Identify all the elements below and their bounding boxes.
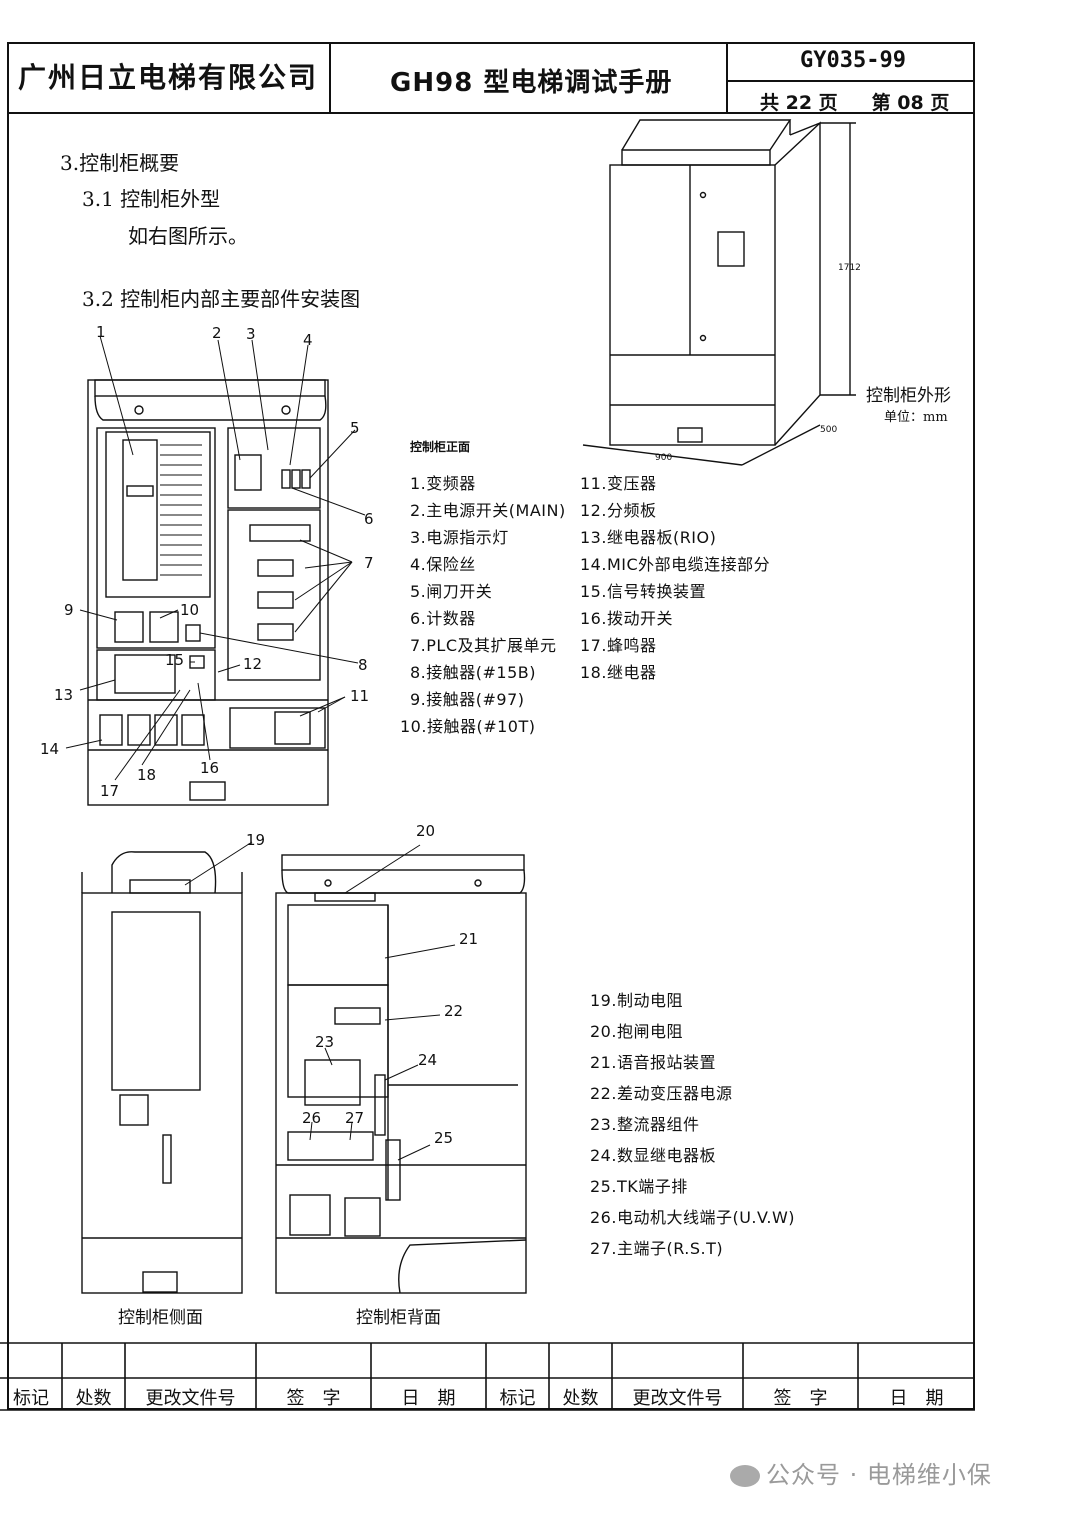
- watermark: 公众号 · 电梯维小保: [730, 1455, 992, 1490]
- footer-signature: 签 字: [286, 1388, 341, 1409]
- header-bottom-rule: [7, 112, 975, 114]
- footer-table-lines: [0, 1342, 975, 1411]
- callout-25: 25: [434, 1129, 454, 1147]
- unit-label: 单位：mm: [884, 410, 948, 425]
- front-legend-title: 控制柜正面: [410, 440, 471, 454]
- callout-14: 14: [40, 740, 60, 758]
- cabinet-exterior-drawing: [582, 119, 856, 466]
- legend-item: 25.TK端子排: [590, 1177, 688, 1196]
- callout-26: 26: [302, 1109, 322, 1127]
- legend-item: 14.MIC外部电缆连接部分: [580, 555, 771, 574]
- legend-item: 21.语音报站装置: [590, 1053, 716, 1072]
- footer-date: 日 期: [401, 1388, 456, 1409]
- section-3-heading: 3.控制柜概要: [60, 151, 180, 175]
- legend-item: 27.主端子(R.S.T): [590, 1239, 724, 1258]
- legend-item: 3.电源指示灯: [410, 528, 509, 547]
- wechat-icon: [730, 1465, 760, 1487]
- callout-20: 20: [416, 822, 436, 840]
- callout-5: 5: [350, 419, 360, 437]
- footer-date: 日 期: [889, 1388, 944, 1409]
- total-pages: 共 22 页: [760, 92, 838, 114]
- cabinet-back-drawing: [275, 844, 527, 1294]
- callout-11: 11: [350, 687, 370, 705]
- callout-22: 22: [444, 1002, 464, 1020]
- callout-8: 8: [358, 656, 368, 674]
- legend-item: 24.数显继电器板: [590, 1146, 716, 1165]
- legend-item: 26.电动机大线端子(U.V.W): [590, 1208, 796, 1227]
- footer-count: 处数: [562, 1388, 599, 1409]
- callout-2: 2: [212, 324, 222, 342]
- legend-item: 12.分频板: [580, 501, 657, 520]
- cabinet-front-drawing: [65, 335, 366, 806]
- footer-change-doc: 更改文件号: [632, 1388, 723, 1409]
- legend-item: 10.接触器(#10T): [400, 717, 536, 736]
- callout-27: 27: [345, 1109, 365, 1127]
- side-view-caption: 控制柜侧面: [118, 1308, 203, 1328]
- header-code-rule: [726, 80, 975, 82]
- document-title: GH98 型电梯调试手册: [390, 68, 673, 98]
- company-name: 广州日立电梯有限公司: [18, 61, 319, 94]
- legend-item: 22.差动变压器电源: [590, 1084, 733, 1103]
- exterior-caption: 控制柜外形: [866, 386, 951, 406]
- header-divider-1: [329, 42, 331, 113]
- legend-item: 7.PLC及其扩展单元: [410, 636, 557, 655]
- cabinet-side-drawing: [81, 841, 253, 1294]
- callout-7: 7: [364, 554, 374, 572]
- callout-13: 13: [54, 686, 74, 704]
- front-legend-col2: 11.变压器 12.分频板 13.继电器板(RIO) 14.MIC外部电缆连接部…: [580, 470, 770, 686]
- callout-17: 17: [100, 782, 120, 800]
- callout-3: 3: [246, 325, 256, 343]
- callout-19: 19: [246, 831, 266, 849]
- page-frame: [7, 42, 975, 1410]
- callout-21: 21: [459, 930, 479, 948]
- legend-item: 20.抱闸电阻: [590, 1022, 683, 1041]
- legend-item: 16.拨动开关: [580, 609, 673, 628]
- legend-item: 1.变频器: [410, 474, 476, 493]
- callout-24: 24: [418, 1051, 438, 1069]
- dim-depth: 500: [820, 425, 838, 435]
- callout-1: 1: [96, 323, 106, 341]
- callout-10: 10: [180, 601, 200, 619]
- footer-change-doc: 更改文件号: [145, 1388, 236, 1409]
- callout-23: 23: [315, 1033, 335, 1051]
- callout-15: 15: [165, 651, 185, 669]
- section-31-heading: 3.1 控制柜外型: [82, 187, 221, 211]
- callout-16: 16: [200, 759, 220, 777]
- footer-count: 处数: [75, 1388, 112, 1409]
- front-legend-col1: 1.变频器 2.主电源开关(MAIN) 3.电源指示灯 4.保险丝 5.闸刀开关…: [400, 470, 566, 740]
- footer-signature: 签 字: [773, 1388, 828, 1409]
- back-legend: 19.制动电阻 20.抱闸电阻 21.语音报站装置 22.差动变压器电源 23.…: [590, 987, 795, 1266]
- legend-item: 18.继电器: [580, 663, 657, 682]
- dim-width: 900: [655, 453, 673, 463]
- legend-item: 19.制动电阻: [590, 991, 683, 1010]
- document-code: GY035-99: [800, 48, 906, 73]
- legend-item: 4.保险丝: [410, 555, 476, 574]
- legend-item: 8.接触器(#15B): [410, 663, 536, 682]
- callout-6: 6: [364, 510, 374, 528]
- callout-12: 12: [243, 655, 263, 673]
- legend-item: 23.整流器组件: [590, 1115, 700, 1134]
- legend-item: 11.变压器: [580, 474, 657, 493]
- legend-item: 2.主电源开关(MAIN): [410, 501, 566, 520]
- page-info: 共 22 页 第 08 页: [760, 88, 983, 115]
- legend-item: 17.蜂鸣器: [580, 636, 657, 655]
- legend-item: 9.接触器(#97): [410, 690, 525, 709]
- legend-item: 15.信号转换装置: [580, 582, 706, 601]
- footer-mark: 标记: [13, 1388, 49, 1409]
- legend-item: 6.计数器: [410, 609, 476, 628]
- header-divider-2: [726, 42, 728, 113]
- legend-item: 13.继电器板(RIO): [580, 528, 717, 547]
- footer-mark: 标记: [499, 1388, 536, 1409]
- callout-4: 4: [303, 331, 313, 349]
- callout-9: 9: [64, 601, 74, 619]
- legend-item: 5.闸刀开关: [410, 582, 493, 601]
- page-number: 第 08 页: [871, 92, 950, 114]
- callout-18: 18: [137, 766, 157, 784]
- section-31-text: 如右图所示。: [128, 224, 248, 248]
- dim-height: 1712: [838, 263, 861, 273]
- watermark-text: 公众号 · 电梯维小保: [766, 1461, 992, 1489]
- section-32-heading: 3.2 控制柜内部主要部件安装图: [82, 287, 361, 311]
- back-view-caption: 控制柜背面: [356, 1308, 441, 1328]
